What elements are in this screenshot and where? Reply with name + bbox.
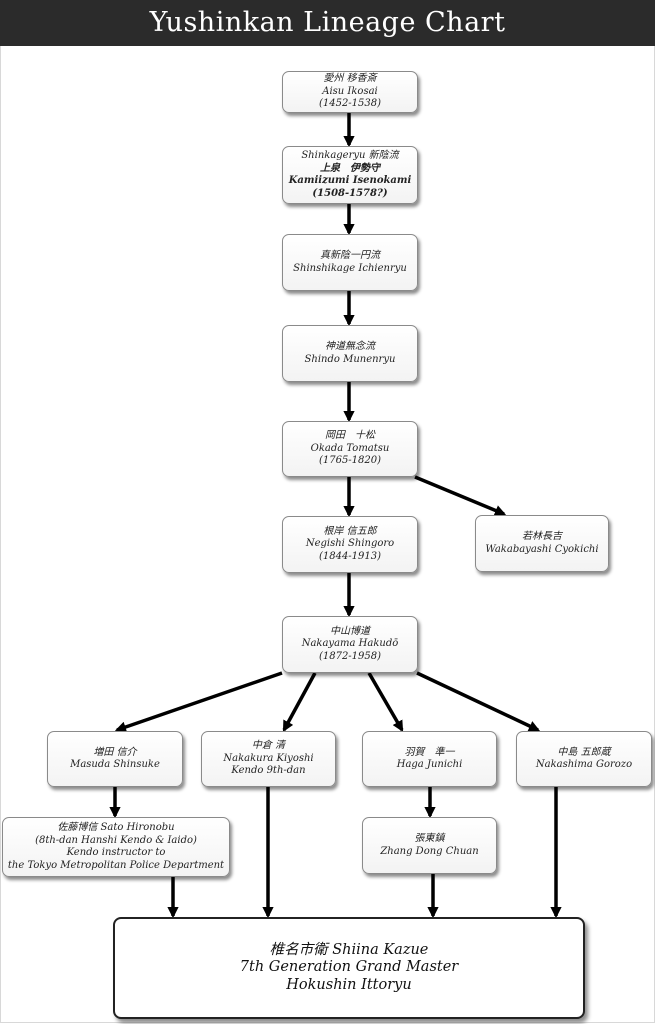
- node-nakayama-hakudo: 中山博道 Nakayama Hakudō (1872-1958): [282, 616, 418, 673]
- node-shiina-kazue: 椎名市衛 Shiina Kazue 7th Generation Grand M…: [113, 917, 585, 1019]
- node-zhang-dong-chuan: 張東鎮 Zhang Dong Chuan: [362, 817, 497, 874]
- node-kamiizumi-school: Shinkageryu 新陰流: [301, 150, 399, 161]
- node-masuda-shinsuke: 増田 信介 Masuda Shinsuke: [47, 731, 183, 787]
- node-masuda-name: Masuda Shinsuke: [70, 759, 160, 770]
- node-negishi-dates: (1844-1913): [318, 550, 382, 562]
- node-nakayama-dates: (1872-1958): [318, 650, 382, 662]
- node-haga-junichi: 羽賀 準一 Haga Junichi: [362, 731, 497, 787]
- node-kamiizumi-dates: (1508-1578?): [312, 187, 388, 199]
- node-okada-dates: (1765-1820): [318, 455, 382, 467]
- node-nakashima-name: Nakashima Gorozo: [535, 759, 633, 770]
- node-okada-kanji: 岡田 十松: [325, 430, 375, 442]
- node-sato-role: Kendo instructor to: [66, 847, 166, 858]
- node-sato-rank: (8th-dan Hanshi Kendo & Iaido): [35, 834, 197, 846]
- node-zhang-name: Zhang Dong Chuan: [380, 845, 479, 857]
- node-shiina-name: 椎名市衛 Shiina Kazue: [269, 941, 429, 958]
- node-ichienryu-name: Shinshikage Ichienryu: [293, 262, 407, 274]
- node-sato-name: 佐藤博信 Sato Hironobu: [57, 822, 175, 833]
- arrow-nakayama-to-nakashima: [416, 671, 541, 732]
- node-ichienryu-kanji: 真新陰一円流: [320, 250, 380, 261]
- node-nakakura-name: Nakakura Kiyoshi: [223, 752, 314, 764]
- node-shiina-title: 7th Generation Grand Master: [239, 959, 459, 976]
- node-negishi-shingoro: 根岸 信五郎 Negishi Shingoro (1844-1913): [282, 516, 418, 573]
- node-aisu-name: Aisu Ikosai: [322, 85, 378, 97]
- node-okada-tomatsu: 岡田 十松 Okada Tomatsu (1765-1820): [282, 421, 418, 477]
- node-negishi-kanji: 根岸 信五郎: [323, 525, 377, 537]
- node-wakabayashi-kanji: 若林長吉: [522, 531, 562, 542]
- node-nakashima-gorozo: 中島 五郎蔵 Nakashima Gorozo: [516, 731, 652, 787]
- node-sato-department: the Tokyo Metropolitan Police Department: [7, 859, 225, 871]
- node-shinshikage-ichienryu: 真新陰一円流 Shinshikage Ichienryu: [282, 234, 418, 291]
- node-nakakura-kiyoshi: 中倉 清 Nakakura Kiyoshi Kendo 9th-dan: [201, 731, 336, 787]
- arrow-nakayama-to-masuda: [114, 671, 283, 733]
- node-sato-hironobu: 佐藤博信 Sato Hironobu (8th-dan Hanshi Kendo…: [2, 817, 230, 877]
- node-nakayama-name: Nakayama Hakudō: [301, 638, 399, 650]
- node-munenryu-name: Shindo Munenryu: [304, 353, 396, 365]
- node-wakabayashi-cyokichi: 若林長吉 Wakabayashi Cyokichi: [475, 515, 609, 572]
- node-shiina-school: Hokushin Ittoryu: [286, 976, 412, 993]
- node-nakakura-rank: Kendo 9th-dan: [231, 765, 306, 777]
- arrow-nakayama-to-haga: [367, 672, 404, 732]
- node-haga-name: Haga Junichi: [396, 759, 463, 770]
- node-nakakura-kanji: 中倉 清: [251, 740, 286, 752]
- node-okada-name: Okada Tomatsu: [310, 442, 390, 454]
- node-wakabayashi-name: Wakabayashi Cyokichi: [485, 543, 599, 555]
- node-masuda-kanji: 増田 信介: [93, 746, 137, 758]
- node-haga-kanji: 羽賀 準一: [404, 746, 455, 758]
- arrow-nakayama-to-nakakura: [282, 672, 317, 732]
- arrow-okada-to-wakabayashi: [414, 475, 507, 516]
- node-zhang-kanji: 張東鎮: [414, 833, 445, 844]
- chart-title: Yushinkan Lineage Chart: [0, 0, 655, 46]
- node-negishi-name: Negishi Shingoro: [305, 538, 395, 550]
- node-kamiizumi-name: Kamiizumi Isenokami: [288, 175, 412, 186]
- node-aisu-dates: (1452-1538): [318, 98, 382, 110]
- node-aisu-kanji: 愛州 移香斎: [323, 73, 377, 85]
- node-nakashima-kanji: 中島 五郎蔵: [557, 746, 611, 758]
- node-shindo-munenryu: 神道無念流 Shindo Munenryu: [282, 325, 418, 382]
- node-munenryu-kanji: 神道無念流: [325, 341, 375, 352]
- node-nakayama-kanji: 中山博道: [330, 625, 370, 637]
- node-kamiizumi-kanji: 上泉 伊勢守: [320, 162, 380, 174]
- node-aisu-ikosai: 愛州 移香斎 Aisu Ikosai (1452-1538): [282, 71, 418, 113]
- node-kamiizumi-isenokami: Shinkageryu 新陰流 上泉 伊勢守 Kamiizumi Isenoka…: [282, 146, 418, 204]
